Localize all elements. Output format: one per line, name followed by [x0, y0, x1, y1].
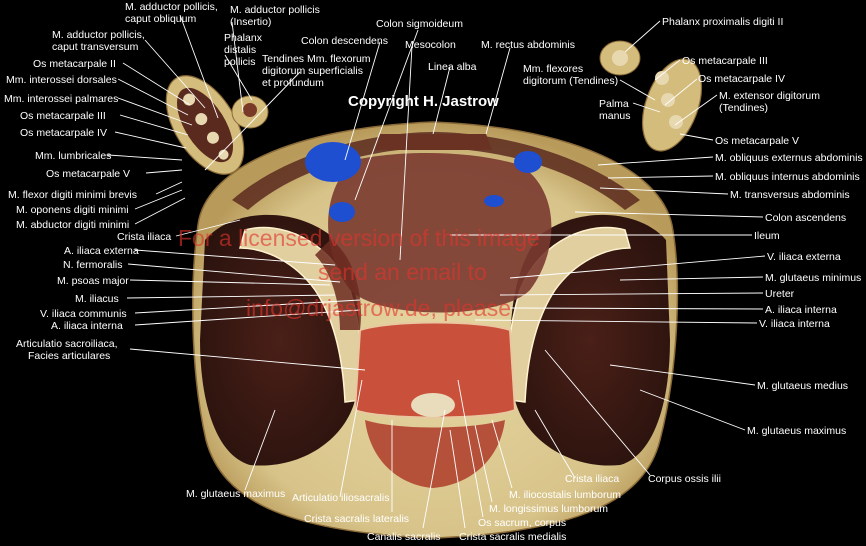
label-flexor-digiti-minimi: M. flexor digiti minimi brevis — [8, 189, 137, 201]
label-mesocolon: Mesocolon — [405, 39, 456, 51]
label-articulatio-sacroiliaca-2: Facies articulares — [28, 350, 110, 362]
watermark-line-1: For a licensed version of this image — [178, 225, 540, 251]
label-os-metacarpale-iv-right: Os metacarpale IV — [698, 73, 785, 85]
sacrum — [353, 321, 517, 419]
label-v-iliaca-communis: V. iliaca communis — [40, 308, 127, 320]
colon-sigmoid-lumen — [329, 202, 355, 222]
right-metacarpal-bone-2 — [661, 93, 675, 107]
label-transversus-abdominis: M. transversus abdominis — [730, 189, 850, 201]
left-thumb-bone — [243, 103, 257, 117]
watermark-line-3: info@drjastrow.de, please — [246, 295, 511, 321]
label-adductor-transversum-2: caput transversum — [52, 41, 139, 53]
labels: M. adductor pollicis, caput obliquum M. … — [4, 1, 863, 543]
left-hand-inner — [177, 87, 233, 163]
label-longissimus-lumborum: M. longissimus lumborum — [489, 503, 608, 515]
label-obliquus-internus: M. obliquus internus abdominis — [715, 171, 860, 183]
label-os-metacarpale-iv-left: Os metacarpale IV — [20, 127, 107, 139]
label-os-sacrum-corpus: Os sacrum, corpus — [478, 517, 566, 529]
label-glutaeus-maximus-left: M. glutaeus maximus — [186, 488, 285, 500]
left-metacarpal-bone-2 — [195, 113, 208, 126]
label-phalanx-proximalis: Phalanx proximalis digiti II — [662, 16, 783, 28]
sacral-canal — [411, 393, 455, 417]
label-colon-descendens: Colon descendens — [301, 35, 388, 47]
right-colon-lumen-2 — [484, 195, 504, 207]
label-colon-ascendens: Colon ascendens — [765, 212, 846, 224]
label-n-femoralis: N. fermoralis — [63, 259, 123, 271]
label-v-iliaca-interna-right: V. iliaca interna — [759, 318, 830, 330]
label-glutaeus-medius: M. glutaeus medius — [757, 380, 848, 392]
label-linea-alba: Linea alba — [428, 61, 477, 73]
label-flexores-digitorum-1: Mm. flexores — [523, 63, 583, 75]
label-os-metacarpale-iii-right: Os metacarpale III — [682, 55, 768, 67]
pelvis-cross-section — [192, 121, 679, 539]
watermark-line-2: send an email to — [318, 259, 487, 285]
label-phalanx-distalis-2: distalis — [224, 44, 256, 56]
label-extensor-digitorum-1: M. extensor digitorum — [719, 90, 820, 102]
label-interossei-palmares: Mm. interossei palmares — [4, 93, 118, 105]
right-hand-section — [599, 40, 703, 152]
label-articulatio-iliosacralis: Articulatio iliosacralis — [292, 492, 389, 504]
label-adductor-obliquum-1: M. adductor pollicis, — [125, 1, 218, 13]
label-interossei-dorsales: Mm. interossei dorsales — [6, 74, 117, 86]
label-oponens-digiti-minimi: M. oponens digiti minimi — [16, 204, 129, 216]
label-crista-iliaca-left: Crista iliaca — [117, 231, 171, 243]
label-glutaeus-minimus: M. glutaeus minimus — [765, 272, 861, 284]
label-os-metacarpale-ii-left: Os metacarpale II — [33, 58, 116, 70]
label-phalanx-distalis-3: pollicis — [224, 56, 256, 68]
label-iliocostalis-lumborum: M. iliocostalis lumborum — [509, 489, 621, 501]
label-palma-manus-2: manus — [599, 110, 631, 122]
label-obliquus-externus: M. obliquus externus abdominis — [715, 152, 863, 164]
label-psoas-major: M. psoas major — [57, 275, 129, 287]
label-flexores-digitorum-2: digitorum (Tendines) — [523, 75, 618, 87]
label-crista-sacralis-lateralis: Crista sacralis lateralis — [304, 513, 409, 525]
label-crista-iliaca-right: Crista iliaca — [565, 473, 619, 485]
label-os-metacarpale-iii-left: Os metacarpale III — [20, 110, 106, 122]
label-adductor-obliquum-2: caput obliquum — [125, 13, 196, 25]
label-iliacus: M. iliacus — [75, 293, 119, 305]
rectus-abdominis — [375, 134, 492, 150]
label-phalanx-distalis-1: Phalanx — [224, 32, 263, 44]
copyright-text: Copyright H. Jastrow — [348, 93, 499, 110]
label-os-metacarpale-v-right: Os metacarpale V — [715, 135, 799, 147]
right-metacarpal-bone-1 — [655, 71, 669, 85]
label-abductor-digiti-minimi: M. abductor digiti minimi — [16, 219, 129, 231]
right-colon-lumen-1 — [514, 151, 542, 173]
label-crista-sacralis-medialis: Crista sacralis medialis — [459, 531, 566, 543]
erector-spinae — [365, 420, 505, 488]
label-colon-sigmoideum: Colon sigmoideum — [376, 18, 463, 30]
label-articulatio-sacroiliaca-1: Articulatio sacroiliaca, — [16, 338, 118, 350]
label-canalis-sacralis: Canalis sacralis — [367, 531, 441, 543]
label-tendines-flexorum-1: Tendines Mm. flexorum — [262, 53, 371, 65]
label-adductor-insertio-1: M. adductor pollicis — [230, 4, 320, 16]
label-rectus-abdominis: M. rectus abdominis — [481, 39, 575, 51]
label-tendines-flexorum-2: digitorum superficialis — [262, 65, 363, 77]
label-adductor-insertio-2: (Insertio) — [230, 16, 271, 28]
right-finger-bone — [612, 50, 628, 66]
label-tendines-flexorum-3: et profundum — [262, 77, 324, 89]
colon-descendens-lumen — [305, 142, 361, 182]
label-v-iliaca-externa: V. iliaca externa — [767, 251, 841, 263]
intestines — [328, 153, 552, 313]
label-os-metacarpale-v-left: Os metacarpale V — [46, 168, 130, 180]
label-ureter: Ureter — [765, 288, 795, 300]
label-adductor-transversum-1: M. adductor pollicis, — [52, 29, 145, 41]
watermark: For a licensed version of this image sen… — [178, 225, 540, 321]
left-metacarpal-bone-4 — [218, 149, 229, 160]
left-metacarpal-bone-3 — [206, 131, 219, 144]
label-lumbricales: Mm. lumbricales — [35, 150, 111, 162]
leader-lines — [107, 14, 766, 529]
label-extensor-digitorum-2: (Tendines) — [719, 102, 768, 114]
psoas-iliacus-region — [315, 240, 361, 330]
label-a-iliaca-externa: A. iliaca externa — [64, 245, 139, 257]
label-palma-manus-1: Palma — [599, 98, 629, 110]
label-ileum: Ileum — [754, 230, 780, 242]
label-a-iliaca-interna-right: A. iliaca interna — [765, 304, 837, 316]
label-corpus-ossis-ilii: Corpus ossis ilii — [648, 473, 721, 485]
label-a-iliaca-interna-left: A. iliaca interna — [51, 320, 123, 332]
right-metacarpal-bone-3 — [669, 115, 683, 129]
label-glutaeus-maximus-right: M. glutaeus maximus — [747, 425, 846, 437]
